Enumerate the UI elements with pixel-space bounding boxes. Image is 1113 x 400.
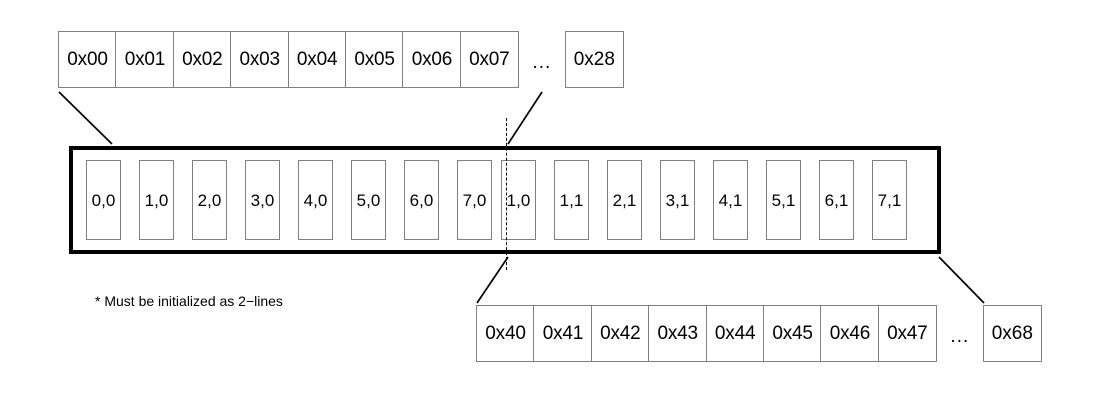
word-cell: 5,0 (351, 160, 386, 240)
address-cell: 0x41 (533, 305, 593, 362)
word-cell: 7,0 (457, 160, 492, 240)
address-cell: 0x07 (459, 31, 519, 88)
top-row-ellipsis: ... (532, 52, 552, 73)
connector-line-top-left (58, 91, 113, 145)
word-cell: 6,1 (819, 160, 854, 240)
address-cell: 0x40 (476, 305, 535, 362)
address-cell: 0x03 (230, 31, 290, 88)
bottom-row-ellipsis: ... (950, 326, 970, 347)
address-cell: 0x42 (590, 305, 650, 362)
address-cell: 0x01 (115, 31, 175, 88)
word-cell: 1,0 (139, 160, 174, 240)
word-cell: 4,0 (298, 160, 333, 240)
connector-line-bottom-right (938, 256, 985, 304)
address-cell: 0x44 (705, 305, 765, 362)
word-cell: 2,0 (192, 160, 227, 240)
connector-line-bottom-left (476, 256, 509, 304)
word-cell: 1,1 (554, 160, 589, 240)
address-cell: 0x05 (345, 31, 405, 88)
address-cell: 0x00 (58, 31, 117, 88)
address-cell: 0x02 (172, 31, 232, 88)
connector-line-top-right (507, 91, 543, 145)
cache-line-array-frame: 0,0 1,0 2,0 3,0 4,0 5,0 6,0 7,0 1,0 1,1 … (69, 146, 941, 254)
bottom-address-row: 0x40 0x41 0x42 0x43 0x44 0x45 0x46 0x47 … (476, 305, 1042, 362)
address-cell: 0x47 (877, 305, 937, 362)
cache-line-split-dashed-line (506, 118, 507, 270)
top-row-tail-address-cell: 0x28 (564, 31, 624, 88)
word-cell: 3,1 (660, 160, 695, 240)
bottom-row-tail-address-cell: 0x68 (982, 305, 1042, 362)
address-cell: 0x04 (287, 31, 347, 88)
address-cell: 0x45 (763, 305, 823, 362)
top-address-row: 0x00 0x01 0x02 0x03 0x04 0x05 0x06 0x07 … (58, 31, 624, 88)
word-cell: 5,1 (766, 160, 801, 240)
footnote-text: * Must be initialized as 2−lines (95, 293, 283, 309)
cache-line-array-cells: 0,0 1,0 2,0 3,0 4,0 5,0 6,0 7,0 1,0 1,1 … (73, 150, 937, 250)
address-cell: 0x06 (402, 31, 462, 88)
word-cell: 0,0 (86, 160, 121, 240)
word-cell: 6,0 (404, 160, 439, 240)
word-cell: 3,0 (245, 160, 280, 240)
address-cell: 0x43 (648, 305, 708, 362)
word-cell: 2,1 (607, 160, 642, 240)
address-cell: 0x46 (820, 305, 880, 362)
word-cell: 4,1 (713, 160, 748, 240)
word-cell: 7,1 (872, 160, 907, 240)
